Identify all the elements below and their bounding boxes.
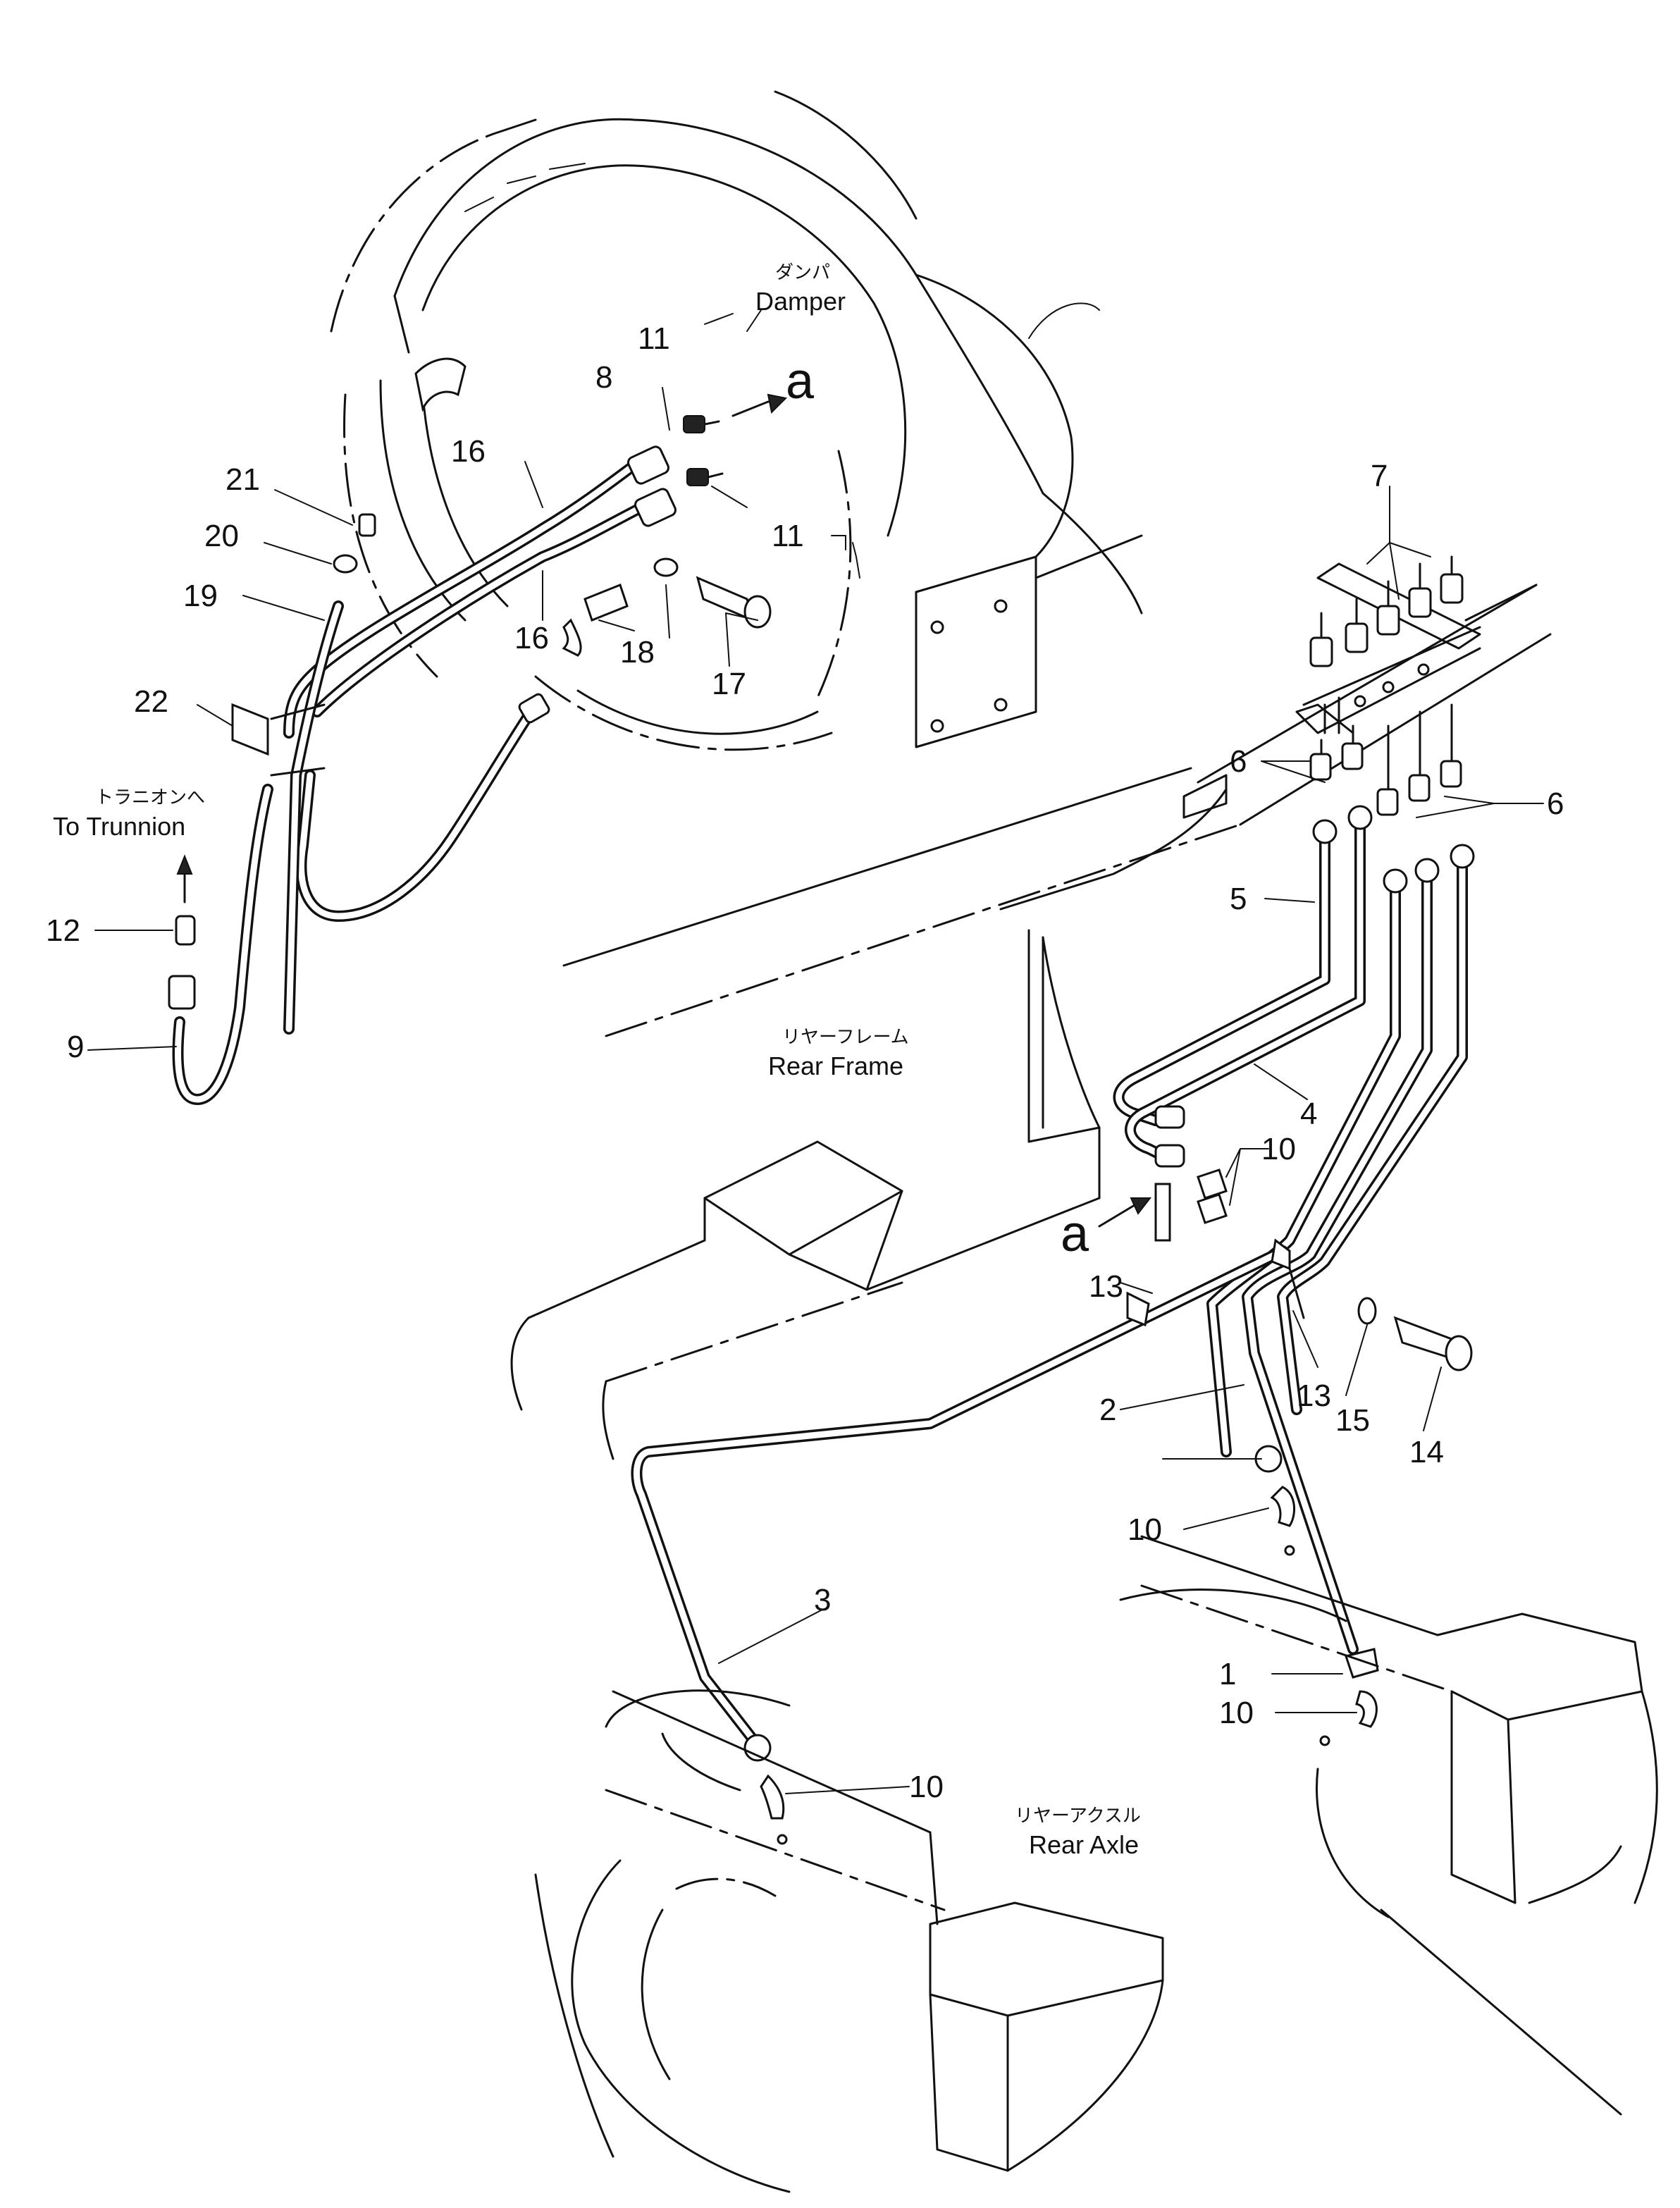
callout-8: 8 <box>595 360 612 395</box>
view-arrows <box>731 393 1152 1228</box>
callout-numbers: 11 11 8 16 16 18 17 21 20 19 22 12 9 7 6… <box>46 321 1564 1804</box>
callout-3: 3 <box>814 1583 831 1617</box>
trunnion-label-en: To Trunnion <box>53 812 185 841</box>
damper-label-en: Damper <box>755 287 846 316</box>
callout-16-top: 16 <box>451 434 486 469</box>
callout-10-upper: 10 <box>1128 1512 1162 1547</box>
bolt-and-washer <box>1357 1297 1473 1371</box>
callout-6-left: 6 <box>1230 744 1247 779</box>
hose-bundle <box>172 460 654 1105</box>
region-labels: ダンパ Damper トラニオンへ To Trunnion リヤーフレーム Re… <box>53 262 1141 1859</box>
callout-1: 1 <box>1219 1657 1236 1691</box>
callout-11-bottom: 11 <box>772 519 804 553</box>
view-ref-a-bottom: a <box>1061 1206 1089 1262</box>
damper-label-jp: ダンパ <box>775 262 830 283</box>
callout-13-right: 13 <box>1297 1379 1331 1413</box>
callout-19: 19 <box>183 579 218 613</box>
callout-14: 14 <box>1409 1435 1444 1469</box>
rear-frame <box>510 584 1552 1460</box>
tube-3 <box>631 1245 1288 1845</box>
callout-22: 22 <box>134 684 168 719</box>
callout-10-lower: 10 <box>1219 1696 1254 1730</box>
manifold-fittings <box>1309 555 1464 816</box>
callout-13-left: 13 <box>1089 1269 1123 1304</box>
view-ref-a-top: a <box>786 353 815 409</box>
rear-axle-right <box>1119 1535 1658 2116</box>
rear-axle-label-en: Rear Axle <box>1029 1830 1139 1859</box>
view-letters: a a <box>786 353 1089 1262</box>
elbows <box>1154 1168 1379 1746</box>
callout-21: 21 <box>226 462 260 497</box>
callout-5: 5 <box>1230 882 1247 916</box>
callout-2: 2 <box>1099 1393 1116 1427</box>
callout-7: 7 <box>1371 459 1388 493</box>
callout-12: 12 <box>46 913 80 948</box>
callout-11-top: 11 <box>638 321 670 356</box>
rear-frame-label-en: Rear Frame <box>768 1051 903 1080</box>
callout-6-right: 6 <box>1547 787 1564 821</box>
rear-frame-label-jp: リヤーフレーム <box>782 1027 909 1048</box>
trunnion-label-jp: トラニオンへ <box>95 787 205 808</box>
callout-10-frame: 10 <box>1261 1132 1296 1166</box>
callout-20: 20 <box>204 519 239 553</box>
callout-9: 9 <box>67 1030 84 1064</box>
callout-18: 18 <box>620 635 655 670</box>
callout-16-bottom: 16 <box>514 621 549 655</box>
callout-4: 4 <box>1300 1097 1317 1131</box>
rear-axle-label-jp: リヤーアクスル <box>1015 1806 1141 1827</box>
callout-17: 17 <box>712 667 746 701</box>
callout-15: 15 <box>1335 1403 1370 1438</box>
callout-10-axle: 10 <box>909 1770 944 1804</box>
manifold-block <box>1295 562 1538 734</box>
rear-axle-left <box>534 1689 1164 2193</box>
tube-4-and-5 <box>1113 805 1373 1168</box>
hose-fittings <box>168 357 772 1010</box>
leader-lines <box>87 309 1544 1794</box>
tube-2-group <box>1206 844 1475 1655</box>
damper-housing <box>330 90 1143 751</box>
clamps <box>1126 1238 1305 1327</box>
